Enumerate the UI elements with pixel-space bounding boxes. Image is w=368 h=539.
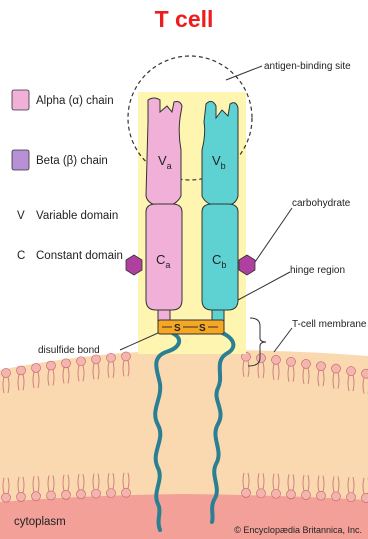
sulfur-1: S: [174, 323, 181, 334]
lipid-head: [122, 488, 131, 497]
lipid-head: [302, 490, 311, 499]
lipid-head: [47, 361, 56, 370]
cell-membrane: [0, 350, 368, 502]
lipid-head: [107, 353, 116, 362]
lipid-head: [32, 363, 41, 372]
v-alpha-domain: [146, 98, 182, 206]
lipid-head: [332, 364, 341, 373]
lipid-head: [287, 357, 296, 366]
legend-beta-label: Beta (β) chain: [36, 155, 108, 167]
lipid-head: [257, 354, 266, 363]
legend-constant-label: Constant domain: [36, 250, 123, 262]
sulfur-2: S: [199, 323, 206, 334]
lipid-head: [2, 493, 11, 502]
lipid-head: [362, 493, 368, 502]
lipid-head: [77, 357, 86, 366]
lipid-head: [272, 489, 281, 498]
lipid-head: [62, 359, 71, 368]
legend-alpha-swatch: [12, 90, 29, 110]
lipid-head: [317, 362, 326, 371]
lipid-head: [107, 489, 116, 498]
lipid-head: [92, 489, 101, 498]
copyright-label: © Encyclopædia Britannica, Inc.: [234, 525, 362, 535]
lipid-head: [362, 369, 368, 378]
legend-variable-label: Variable domain: [36, 210, 118, 222]
lipid-head: [17, 492, 26, 501]
lipid-head: [347, 367, 356, 376]
legend-alpha-label: Alpha (α) chain: [36, 95, 114, 107]
lipid-head: [62, 490, 71, 499]
hinge-region-label: hinge region: [290, 265, 345, 276]
t-cell-membrane-label: T-cell membrane: [292, 319, 367, 330]
antigen-binding-site-label: antigen-binding site: [264, 61, 351, 72]
lipid-head: [242, 488, 251, 497]
lipid-head: [47, 491, 56, 500]
lipid-head: [287, 490, 296, 499]
lipid-head: [332, 492, 341, 501]
legend-v-key: V: [17, 210, 25, 222]
disulfide-bond-label: disulfide bond: [38, 345, 100, 356]
lipid-head: [347, 493, 356, 502]
lipid-head: [122, 352, 131, 361]
lipid-head: [272, 355, 281, 364]
lipid-head: [302, 359, 311, 368]
lipid-head: [17, 366, 26, 375]
legend-c-key: C: [17, 250, 25, 262]
lipid-head: [2, 368, 11, 377]
lipid-head: [257, 489, 266, 498]
lipid-head: [32, 492, 41, 501]
cytoplasm-label: cytoplasm: [14, 516, 66, 528]
carbohydrate-label: carbohydrate: [292, 198, 351, 209]
lipid-head: [77, 490, 86, 499]
lipid-head: [317, 491, 326, 500]
lipid-head: [92, 355, 101, 364]
legend-beta-swatch: [12, 150, 29, 170]
